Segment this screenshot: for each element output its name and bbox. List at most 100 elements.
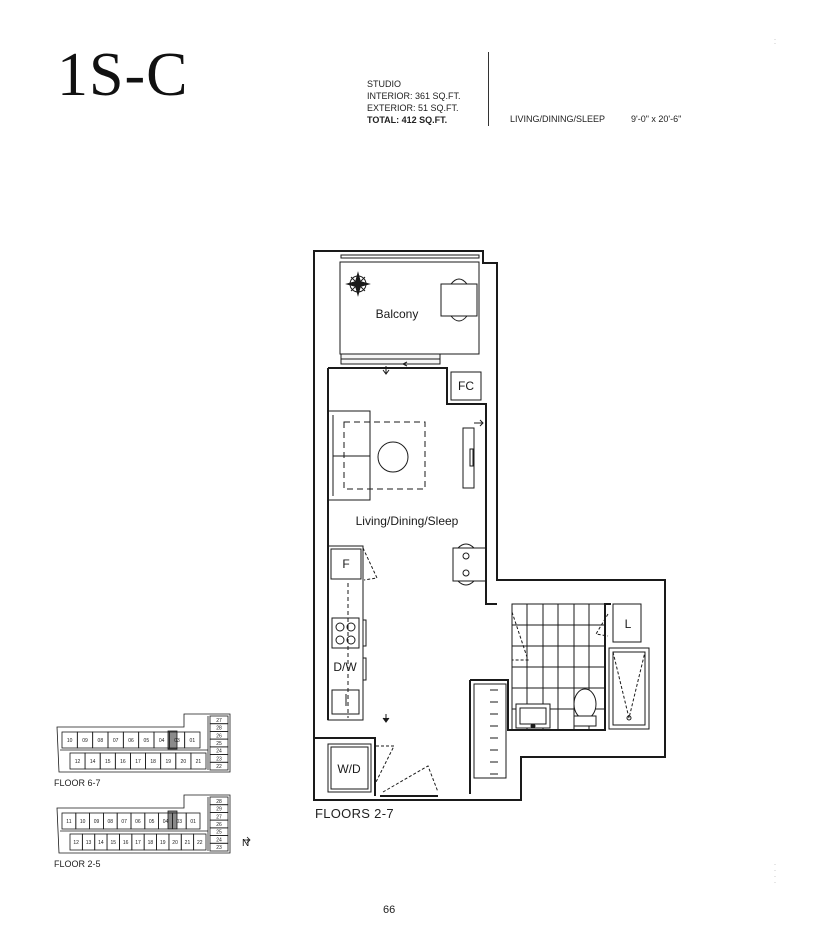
key-plan-unit-number: 18 — [148, 840, 154, 846]
entry-door-swing — [382, 765, 439, 793]
key-plan-unit-number: 06 — [135, 819, 141, 825]
key-plan-unit-number: 16 — [120, 759, 126, 765]
wd-label: W/D — [337, 762, 361, 776]
key-plan-unit-number: 25 — [216, 830, 222, 836]
unit-title: 1S-C — [57, 41, 189, 109]
key-plan-unit-number: 04 — [163, 819, 169, 825]
spec-interior: INTERIOR: 361 SQ.FT. — [367, 91, 461, 101]
tv-unit — [462, 427, 475, 489]
key-plan-unit-number: 21 — [196, 759, 202, 765]
key-plan-unit-number: 14 — [90, 759, 96, 765]
key-plan-unit-number: 12 — [75, 759, 81, 765]
kitchen-sink — [331, 689, 360, 715]
compass-rose-icon — [345, 271, 371, 297]
key-plan-unit-number: 05 — [144, 738, 150, 744]
entry-wall — [314, 737, 376, 796]
floors-label: FLOORS 2-7 — [315, 806, 394, 821]
spec-type: STUDIO — [367, 79, 402, 89]
fridge — [330, 548, 362, 580]
key-plan-unit-number: 08 — [98, 738, 104, 744]
key-plan-unit-number: 06 — [128, 738, 134, 744]
key-plan-unit-number: 15 — [110, 840, 116, 846]
key-plan-unit-number: 10 — [67, 738, 73, 744]
bathroom-tiles — [511, 603, 606, 731]
crop-mark-top: ·· — [774, 37, 776, 47]
balcony-table — [440, 283, 478, 317]
key-plan-unit-number: 15 — [105, 759, 111, 765]
room-dimension-name: LIVING/DINING/SLEEP — [510, 114, 606, 124]
living-label: Living/Dining/Sleep — [356, 514, 459, 528]
spec-divider — [488, 52, 489, 126]
key-plan-unit-number: 22 — [197, 840, 203, 846]
fc-closet — [450, 371, 482, 401]
dishwasher-label: D/W — [333, 660, 357, 674]
key-plan-unit-number: 09 — [82, 738, 88, 744]
key-plan-unit-number: 03 — [174, 738, 180, 744]
key-plan-unit-number: 08 — [108, 819, 114, 825]
key-plan-unit-number: 10 — [80, 819, 86, 825]
bathroom-door-swing — [511, 611, 529, 661]
key-plan-unit-number: 14 — [98, 840, 104, 846]
key-plan-unit-number: 23 — [216, 845, 222, 851]
key-plan-unit-number: 07 — [113, 738, 119, 744]
key-plan-upper-label: FLOOR 6-7 — [54, 778, 101, 788]
key-plan-unit-number: 13 — [86, 840, 92, 846]
key-plan-unit-number: 28 — [216, 726, 222, 732]
key-plan-unit-number: 05 — [149, 819, 155, 825]
room-dimension-size: 9'-0" x 20'-6" — [631, 114, 682, 124]
crop-mark-bottom: ···· — [774, 862, 776, 886]
key-plan-unit-number: 27 — [216, 814, 222, 820]
key-plan-unit-number: 18 — [150, 759, 156, 765]
key-plan-unit-number: 11 — [66, 819, 71, 825]
key-plan-unit-number: 27 — [216, 718, 222, 724]
linen-label: L — [625, 617, 632, 631]
fridge-label: F — [342, 557, 349, 571]
key-plan-unit-number: 20 — [181, 759, 187, 765]
spec-exterior: EXTERIOR: 51 SQ.FT. — [367, 103, 459, 113]
key-plan-unit-number: 24 — [216, 749, 222, 755]
rug — [343, 421, 426, 490]
shower — [608, 647, 650, 730]
key-plan-unit-cell — [184, 731, 201, 749]
key-plan-unit-number: 17 — [135, 759, 141, 765]
key-plan-unit-number: 04 — [159, 738, 165, 744]
key-plan-unit-number: 19 — [160, 840, 166, 846]
fc-label: FC — [458, 379, 474, 393]
key-plan-unit-number: 09 — [94, 819, 100, 825]
unit-specs: STUDIO INTERIOR: 361 SQ.FT. EXTERIOR: 51… — [367, 78, 461, 126]
key-plan-unit-number: 23 — [216, 756, 222, 762]
cooktop — [331, 617, 360, 649]
balcony-label: Balcony — [376, 307, 419, 321]
key-plan-unit-cell — [185, 812, 201, 830]
key-plan-unit-number: 03 — [177, 819, 183, 825]
key-plan-unit-number: 21 — [185, 840, 191, 846]
key-plan-unit-number: 26 — [216, 733, 222, 739]
key-plan-unit-number: 24 — [216, 837, 222, 843]
dining-table — [452, 547, 487, 582]
key-plan-unit-number: 26 — [216, 822, 222, 828]
washer-dryer — [327, 743, 372, 793]
balcony-railing — [340, 254, 480, 259]
coffee-table — [377, 441, 409, 473]
key-plan-unit-cell — [193, 833, 207, 851]
key-plan-unit-number: 01 — [190, 738, 196, 744]
north-label: N — [242, 838, 250, 849]
key-plan-unit-number: 22 — [216, 764, 222, 770]
key-plan-unit-number: 16 — [123, 840, 129, 846]
key-plan-lower-label: FLOOR 2-5 — [54, 859, 101, 869]
page-number: 66 — [383, 904, 396, 916]
linen-closet — [612, 603, 642, 643]
key-plan-unit-number: 07 — [121, 819, 127, 825]
bath-closet — [473, 683, 507, 779]
key-plan-unit-number: 17 — [135, 840, 141, 846]
key-plan-unit-number: 29 — [216, 807, 222, 813]
north-arrow-icon — [243, 836, 251, 844]
key-plan-unit-cell — [209, 842, 229, 852]
key-plan-unit-number: 01 — [190, 819, 196, 825]
key-plan-unit-number: 28 — [216, 799, 222, 805]
key-plan-unit-number: 20 — [172, 840, 178, 846]
key-plan-unit-number: 25 — [216, 741, 222, 747]
